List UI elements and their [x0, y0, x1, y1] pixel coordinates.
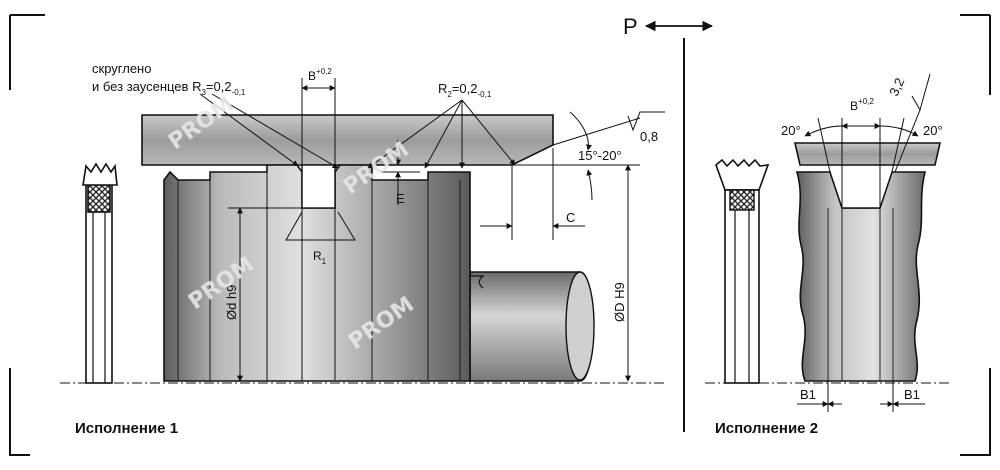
dimension-e — [380, 140, 420, 205]
angle-right-2: 20° — [923, 123, 943, 138]
upper-ring-2 — [793, 142, 942, 166]
dd-label: Ød h9 — [224, 285, 239, 320]
e-label: E — [396, 191, 405, 206]
caption-2: Исполнение 2 — [715, 420, 818, 437]
b-label-2: B+0,2 — [850, 97, 874, 113]
angle-label-1: 15°-20° — [578, 148, 622, 163]
column-lines-2 — [827, 208, 894, 381]
figure-1: B+0,2 R1 E C 15°-20° — [60, 61, 665, 437]
figure-2: B+0,2 20° 20° 3,2 B1 B1 Исполнение 2 — [705, 73, 950, 437]
roughness-label-2: 3,2 — [886, 76, 907, 99]
angle-dimension-1 — [470, 111, 665, 201]
roughness-symbol-2 — [894, 73, 931, 173]
dimension-b-2 — [804, 117, 919, 208]
housing-bore-1 — [141, 114, 554, 166]
r1-label: R1 — [313, 249, 327, 266]
r2-label: R2=0,2-0,1 — [438, 81, 492, 99]
dD-label: ØD H9 — [612, 282, 627, 322]
caption-1: Исполнение 1 — [75, 420, 178, 437]
r2-leaders — [367, 99, 516, 169]
direction-indicator: P — [623, 14, 714, 39]
dimension-c — [480, 148, 585, 240]
b-label-1: B+0,2 — [308, 67, 332, 83]
note-line-1: скруглено — [92, 61, 151, 76]
direction-label: P — [623, 14, 638, 39]
c-label: C — [566, 210, 575, 225]
seal-profile-1 — [82, 162, 118, 384]
dimension-b-1 — [301, 78, 336, 172]
r3-leaders — [199, 93, 339, 169]
b1-left: B1 — [800, 387, 816, 402]
roughness-label-1: 0,8 — [640, 129, 658, 144]
angle-left-2: 20° — [781, 123, 801, 138]
b1-right: B1 — [904, 387, 920, 402]
frame-corners — [9, 14, 991, 456]
note-line-2: и без заусенцев R3=0,2-0,1 — [92, 79, 246, 97]
seal-groove-1 — [301, 164, 336, 209]
seal-profile-2 — [715, 158, 770, 384]
piston-lines-1 — [177, 172, 461, 381]
dimension-b1 — [797, 381, 925, 412]
